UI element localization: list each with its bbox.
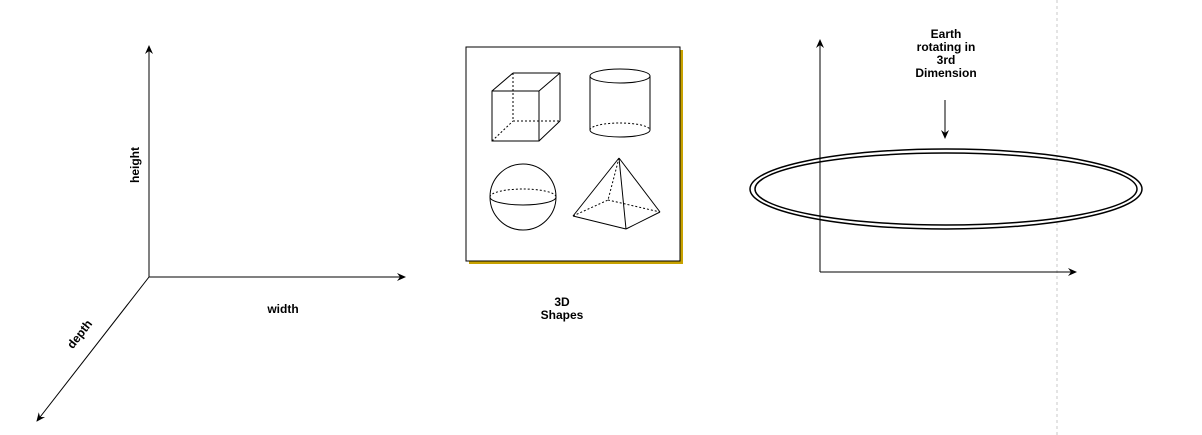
earth-orbit [749,148,1143,230]
earth-label-line3: 3rd [936,53,956,67]
shapes-caption-line1: 3D [554,295,570,309]
depth-axis [36,276,150,422]
shapes-caption-line2: Shapes [540,308,584,322]
earth-label-line1: Earth [930,27,962,41]
pyramid-shape [572,157,661,230]
width-label: width [267,302,299,316]
shapes-panel [465,46,683,264]
axes-3d [36,45,406,422]
cylinder-shape [589,68,651,138]
shapes-caption: 3D Shapes [520,296,604,322]
earth-label-line4: Dimension [915,66,977,80]
height-label: height [128,147,142,183]
earth-axes [816,39,1077,276]
earth-label: Earth rotating in 3rd Dimension [896,28,996,80]
earth-orbit-outer [749,148,1143,230]
earth-orbit-inner [754,152,1138,226]
earth-label-line2: rotating in [916,40,976,54]
cube-shape [491,72,561,142]
sphere-shape [489,163,557,231]
